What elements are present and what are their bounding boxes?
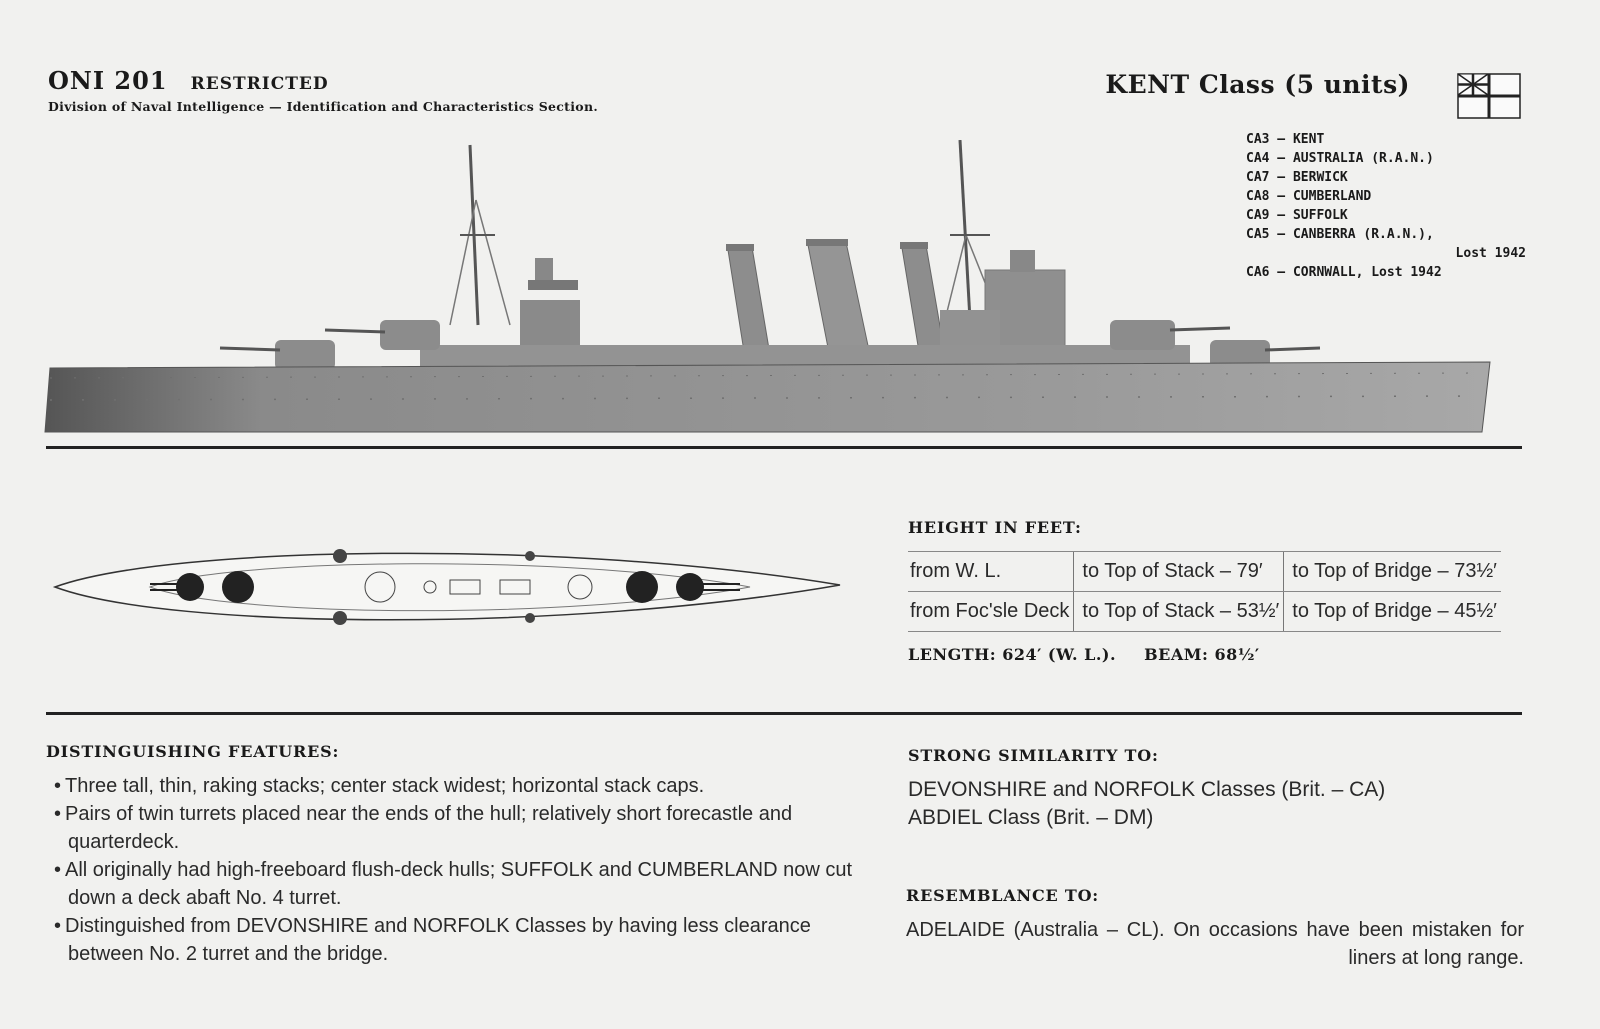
white-ensign-icon: [1457, 73, 1521, 119]
table-cell: to Top of Bridge – 45½′: [1283, 591, 1501, 632]
unit-item: CA7 – BERWICK: [1246, 170, 1348, 185]
list-item: Three tall, thin, raking stacks; center …: [46, 772, 876, 800]
waterline-rule: [46, 446, 1522, 449]
list-item: Distinguished from DEVONSHIRE and NORFOL…: [46, 912, 876, 968]
unit-list: CA3 – KENT CA4 – AUSTRALIA (R.A.N.) CA7 …: [1246, 130, 1526, 282]
list-item: ABDIEL Class (Brit. – DM): [908, 806, 1154, 829]
unit-item: CA9 – SUFFOLK: [1246, 208, 1348, 223]
list-item: All originally had high-freeboard flush-…: [46, 856, 876, 912]
table-cell: to Top of Bridge – 73½′: [1283, 551, 1501, 592]
list-item: Pairs of twin turrets placed near the en…: [46, 800, 876, 856]
beam-value: BEAM: 68½′: [1144, 645, 1260, 664]
restricted-label: RESTRICTED: [190, 74, 329, 94]
table-cell: to Top of Stack – 53½′: [1073, 591, 1284, 632]
length-value: LENGTH: 624′ (W. L.).: [908, 645, 1117, 664]
unit-item: CA4 – AUSTRALIA (R.A.N.): [1246, 151, 1434, 166]
section-divider: [46, 712, 1522, 715]
oni-number: ONI 201: [48, 66, 168, 95]
unit-item-note: Lost 1942: [1455, 246, 1526, 261]
unit-item: CA6 – CORNWALL, Lost 1942: [1246, 265, 1442, 280]
table-row: from Foc'sle Deck to Top of Stack – 53½′…: [908, 591, 1501, 632]
dimensions-line: LENGTH: 624′ (W. L.). BEAM: 68½′: [908, 645, 1260, 664]
ship-plan-illustration: [52, 549, 841, 625]
ship-profile-illustration: [44, 140, 1491, 433]
height-heading: HEIGHT IN FEET:: [908, 518, 1082, 537]
resemblance-heading: RESEMBLANCE TO:: [906, 886, 1100, 905]
unit-item: CA3 – KENT: [1246, 132, 1325, 147]
division-line: Division of Naval Intelligence — Identif…: [48, 99, 598, 114]
list-item: DEVONSHIRE and NORFOLK Classes (Brit. – …: [908, 778, 1386, 801]
features-heading: DISTINGUISHING FEATURES:: [46, 742, 340, 761]
features-list: Three tall, thin, raking stacks; center …: [46, 772, 876, 968]
height-table: from W. L. to Top of Stack – 79′ to Top …: [908, 551, 1501, 632]
class-title: KENT Class (5 units): [1105, 70, 1410, 99]
document-header: ONI 201 RESTRICTED Division of Naval Int…: [48, 66, 598, 114]
table-cell: to Top of Stack – 79′: [1073, 551, 1284, 592]
similarity-list: DEVONSHIRE and NORFOLK Classes (Brit. – …: [908, 776, 1385, 832]
resemblance-text: ADELAIDE (Australia – CL). On occasions …: [906, 919, 1524, 969]
unit-item: CA8 – CUMBERLAND: [1246, 189, 1372, 204]
unit-item: CA5 – CANBERRA (R.A.N.),: [1246, 227, 1434, 242]
table-cell: from W. L.: [908, 551, 1074, 592]
table-cell: from Foc'sle Deck: [908, 591, 1074, 632]
table-row: from W. L. to Top of Stack – 79′ to Top …: [908, 551, 1501, 592]
similarity-heading: STRONG SIMILARITY TO:: [908, 746, 1159, 765]
